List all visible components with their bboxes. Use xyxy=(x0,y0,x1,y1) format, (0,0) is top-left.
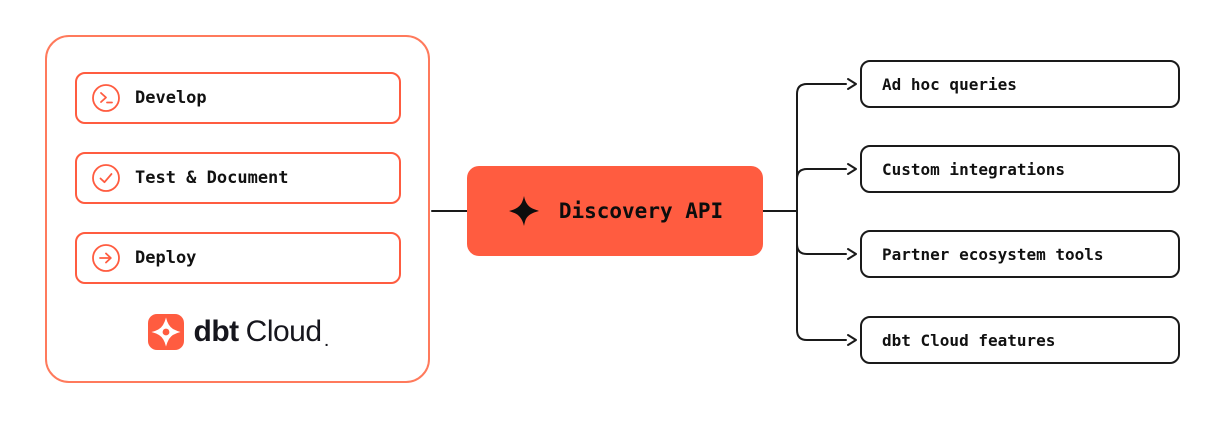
output-custom-integrations: Custom integrations xyxy=(860,145,1180,193)
stage-test-document: Test & Document xyxy=(75,152,401,204)
output-label: Partner ecosystem tools xyxy=(882,244,1104,264)
stage-label: Develop xyxy=(135,88,207,108)
forward-arrow-icon xyxy=(92,244,120,272)
sparkle-icon xyxy=(508,196,539,226)
stage-label: Test & Document xyxy=(135,168,289,188)
check-circle-icon xyxy=(92,164,120,192)
logo-text-cloud: Cloud xyxy=(245,315,322,348)
discovery-api-label: Discovery API xyxy=(558,199,724,223)
output-ad-hoc-queries: Ad hoc queries xyxy=(860,60,1180,108)
stage-label: Deploy xyxy=(135,248,197,268)
terminal-icon xyxy=(92,84,120,112)
logo-trademark-dot: . xyxy=(324,333,329,349)
discovery-api-node: Discovery API xyxy=(467,166,763,256)
output-label: Custom integrations xyxy=(882,159,1066,179)
output-dbt-cloud-features: dbt Cloud features xyxy=(860,316,1180,364)
dbt-logo-icon xyxy=(147,314,184,350)
stage-deploy: Deploy xyxy=(75,232,401,284)
stage-develop: Develop xyxy=(75,72,401,124)
output-partner-ecosystem-tools: Partner ecosystem tools xyxy=(860,230,1180,278)
output-label: dbt Cloud features xyxy=(882,330,1056,350)
output-label: Ad hoc queries xyxy=(882,74,1017,94)
logo-text-dbt: dbt xyxy=(193,315,240,348)
